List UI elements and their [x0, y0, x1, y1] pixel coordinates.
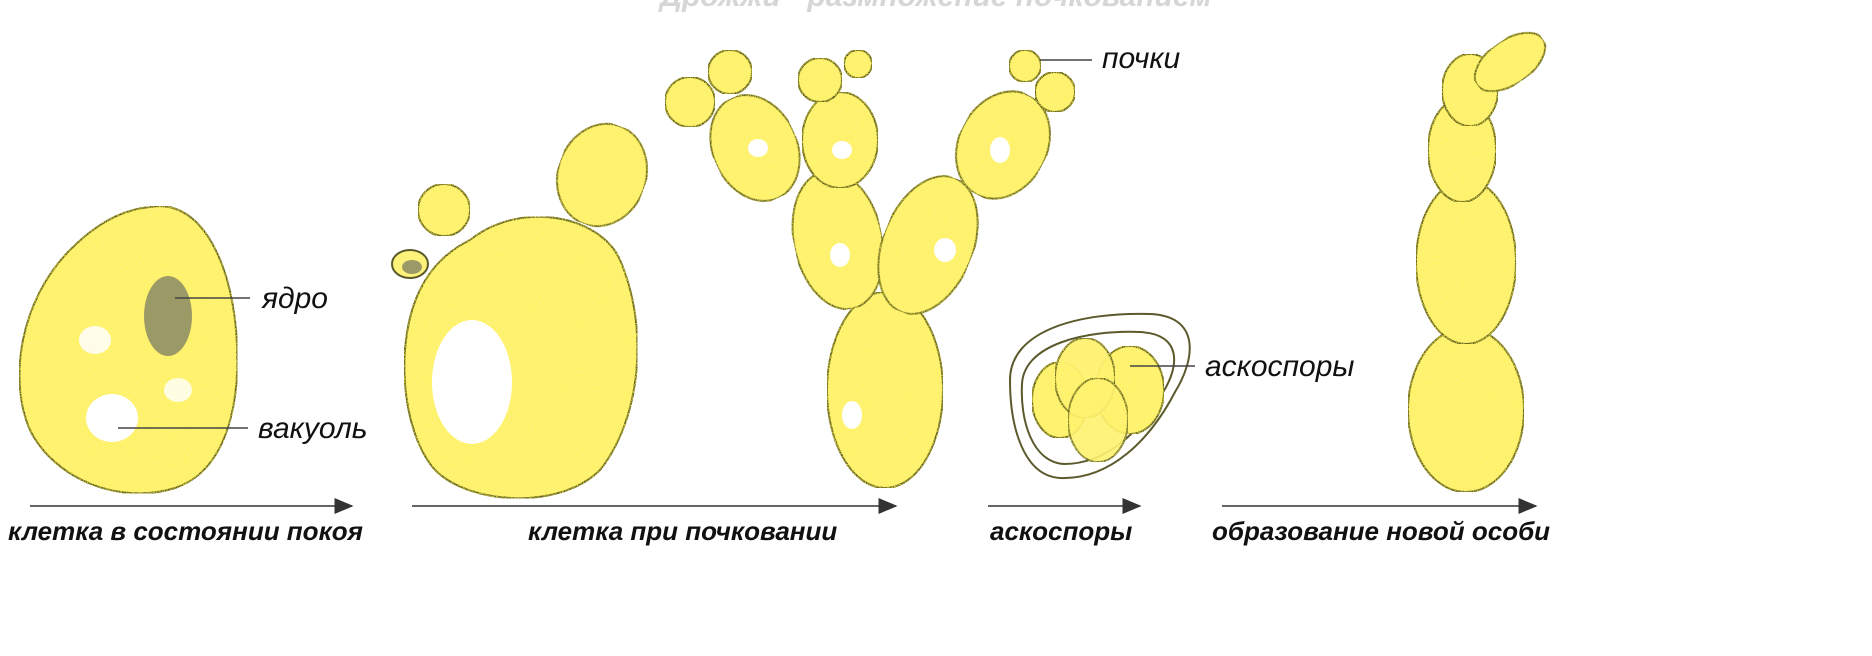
vacuole-small [164, 378, 192, 402]
chain-cell-upper-mid [802, 92, 878, 188]
chain-cell-base [827, 292, 943, 488]
chain-vacuole [990, 137, 1010, 163]
ascus [1010, 314, 1190, 478]
resting-cell [19, 206, 237, 493]
chain-segment [1408, 328, 1524, 492]
nucleus [144, 276, 192, 356]
budding-cell-vacuole [432, 320, 512, 444]
chain-vacuole [842, 401, 862, 429]
buds-label: почки [1102, 42, 1181, 75]
diagram-title: Дрожжи - размножение почкованием [657, 0, 1211, 13]
chain-bud [665, 77, 715, 127]
vacuole-small [79, 326, 111, 354]
vacuole [86, 394, 138, 442]
small-bud [418, 184, 470, 236]
stage-caption: образование новой особи [1212, 516, 1550, 546]
stage-caption: клетка при почковании [528, 516, 837, 546]
chain-vacuole [934, 238, 956, 262]
chain-bud [1009, 50, 1041, 82]
stage-caption: клетка в состоянии покоя [8, 516, 363, 546]
chain-bud [1035, 72, 1075, 112]
budding-cell [392, 111, 661, 498]
chain-bud [708, 50, 752, 94]
chain-vacuole [832, 141, 852, 159]
new-individual-chain [1408, 21, 1555, 492]
resting-cell-body [19, 206, 237, 493]
tiny-bud-nucleus [402, 260, 422, 274]
vacuole-label: вакуоль [258, 412, 368, 445]
chain-vacuole [830, 243, 850, 267]
stage-caption: аскоспоры [990, 516, 1132, 546]
ascospore [1068, 378, 1128, 462]
chain-bud [798, 58, 842, 102]
ascospores-label: аскоспоры [1205, 350, 1355, 383]
nucleus-label: ядро [261, 282, 328, 315]
chain-bud [844, 50, 872, 78]
chain-vacuole [748, 139, 768, 157]
chain-segment [1416, 180, 1516, 344]
